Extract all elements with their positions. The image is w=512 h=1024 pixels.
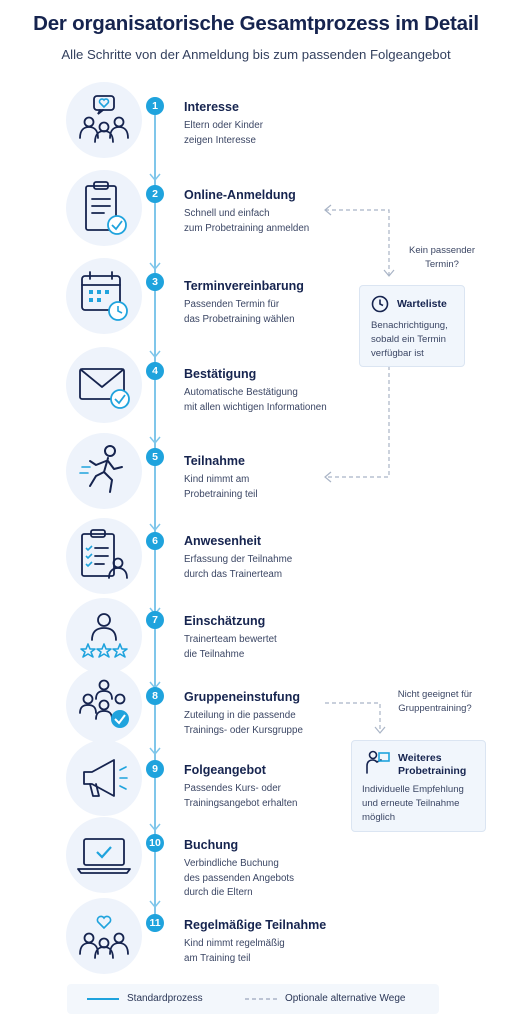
step-number: 1 <box>146 97 164 115</box>
step-description: Kind nimmt regelmäßig am Training teil <box>184 938 285 964</box>
legend-optional: Optionale alternative Wege <box>285 993 406 1004</box>
step-description: Eltern oder Kinder zeigen Interesse <box>184 120 263 146</box>
step-title: Einschätzung <box>184 614 266 628</box>
envelope-check-icon <box>79 368 130 409</box>
step-number: 8 <box>146 687 164 705</box>
step-icon-circle <box>66 433 142 509</box>
step-title: Folgeangebot <box>184 763 266 777</box>
step-icon-circle <box>66 740 142 816</box>
step-number: 3 <box>146 273 164 291</box>
step-icon-circle <box>66 598 142 674</box>
people-heart-icon <box>79 915 129 959</box>
step-icon-circle <box>66 258 142 334</box>
step-title: Buchung <box>184 838 239 852</box>
step-title: Teilnahme <box>184 454 245 468</box>
step-number: 2 <box>146 185 164 203</box>
megaphone-icon <box>83 759 128 797</box>
legend-lines <box>87 998 277 1000</box>
step-icon-circle <box>66 82 142 158</box>
step-description: Erfassung der Teilnahme durch das Traine… <box>184 554 293 580</box>
step-icon-circle <box>66 170 142 246</box>
step-number: 5 <box>146 448 164 466</box>
step-number: 9 <box>146 760 164 778</box>
group-check-icon <box>79 679 129 728</box>
waitlist-title: Warteliste <box>397 298 447 310</box>
step-description: Passenden Termin für das Probetraining w… <box>184 299 295 325</box>
step-title: Gruppeneinstufung <box>184 690 300 704</box>
step-title: Anwesenheit <box>184 534 262 548</box>
step-title: Bestätigung <box>184 367 257 381</box>
page-subtitle: Alle Schritte von der Anmeldung bis zum … <box>61 47 451 62</box>
step-number: 11 <box>146 914 164 932</box>
step-icon-circle <box>66 898 142 974</box>
step-description: Trainerteam bewertet die Teilnahme <box>184 634 277 660</box>
further-trigger-text: Nicht geeignet für Gruppentraining? <box>397 689 473 714</box>
clock-icon <box>371 295 389 313</box>
people-heart-icon <box>79 95 129 143</box>
step-title: Regelmäßige Teilnahme <box>184 918 327 932</box>
step-description: Automatische Bestätigung mit allen wicht… <box>184 387 327 413</box>
checklist-person-icon <box>81 529 128 579</box>
waitlist-trigger-text: Kein passender Termin? <box>408 245 476 270</box>
step-icon-circle <box>66 667 142 743</box>
legend: Standardprozess Optionale alternative We… <box>67 984 439 1014</box>
step-description: Passendes Kurs- oder Trainingsangebot er… <box>184 783 298 809</box>
waitlist-text: Benachrichtigung, sobald ein Termin verf… <box>371 320 448 359</box>
further-training-text: Individuelle Empfehlung und erneute Teil… <box>362 784 464 823</box>
step-number: 4 <box>146 362 164 380</box>
step-description: Verbindliche Buchung des passenden Angeb… <box>184 858 295 898</box>
further-training-box: Weiteres Probetraining Individuelle Empf… <box>351 740 486 832</box>
process-line <box>154 106 156 932</box>
step-icon-circle <box>66 518 142 594</box>
person-stars-icon <box>80 613 128 658</box>
calendar-clock-icon <box>81 271 128 321</box>
waitlist-box: Warteliste Benachrichtigung, sobald ein … <box>359 285 465 367</box>
step-description: Schnell und einfach zum Probetraining an… <box>184 208 310 234</box>
step-title: Online-Anmeldung <box>184 188 296 202</box>
clipboard-check-icon <box>85 181 127 235</box>
step-number: 10 <box>146 834 164 852</box>
step-description: Kind nimmt am Probetraining teil <box>184 474 258 500</box>
page-title: Der organisatorische Gesamtprozess im De… <box>33 12 479 35</box>
step-title: Interesse <box>184 100 239 114</box>
step-icon-circle <box>66 347 142 423</box>
step-title: Terminvereinbarung <box>184 279 304 293</box>
running-child-icon <box>79 445 123 493</box>
laptop-check-icon <box>77 838 131 874</box>
step-description: Zuteilung in die passende Trainings- ode… <box>184 710 303 736</box>
further-training-title: Weiteres Probetraining <box>398 752 467 777</box>
step-number: 6 <box>146 532 164 550</box>
coach-board-icon <box>366 750 390 774</box>
legend-standard: Standardprozess <box>127 993 203 1004</box>
step-number: 7 <box>146 611 164 629</box>
step-icon-circle <box>66 817 142 893</box>
